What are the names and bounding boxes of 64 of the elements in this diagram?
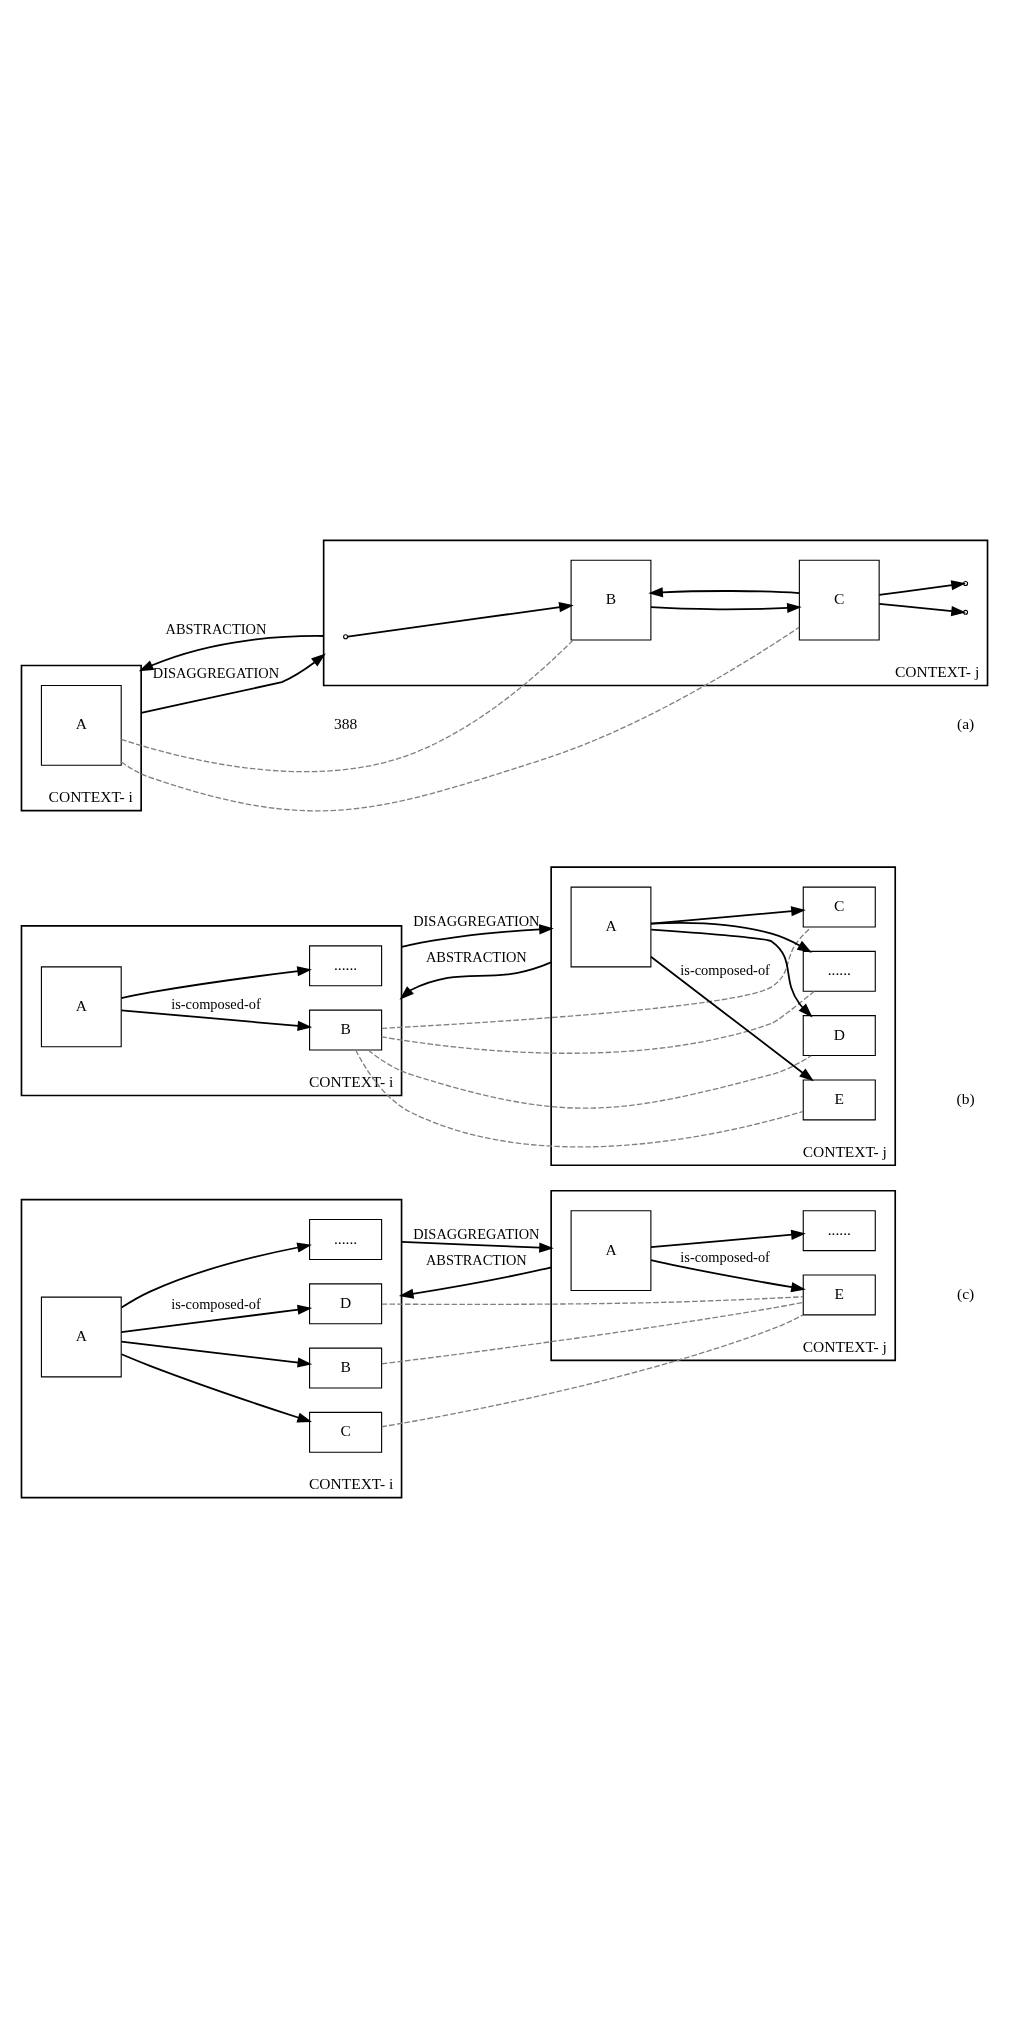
connector bbox=[120, 639, 574, 772]
node-box: D bbox=[802, 1014, 876, 1056]
label: (a) bbox=[956, 714, 975, 732]
connector bbox=[367, 1049, 812, 1109]
node-box: ...... bbox=[309, 944, 383, 986]
connector bbox=[381, 1301, 804, 1364]
arrow bbox=[120, 1304, 313, 1333]
node-box: A bbox=[40, 965, 122, 1047]
arrow bbox=[120, 1352, 312, 1422]
connector bbox=[120, 626, 800, 812]
edge-label: is-composed-of bbox=[171, 1295, 261, 1312]
arrow bbox=[878, 579, 966, 596]
edge-label: DISAGGREGATION bbox=[413, 1225, 540, 1242]
arrow bbox=[650, 1229, 806, 1248]
node-box: A bbox=[40, 1296, 122, 1377]
node-box: E bbox=[802, 1078, 876, 1120]
node-box: ...... bbox=[802, 1209, 876, 1251]
arrow bbox=[138, 634, 325, 671]
node-box: C bbox=[309, 1411, 383, 1453]
arrow bbox=[140, 653, 326, 714]
node-box: B bbox=[570, 559, 652, 641]
node-box: B bbox=[309, 1009, 383, 1051]
arrow bbox=[347, 601, 574, 637]
label: (b) bbox=[956, 1089, 975, 1107]
connector bbox=[381, 926, 812, 1029]
edge-label: ABSTRACTION bbox=[165, 620, 267, 637]
edge-label: ABSTRACTION bbox=[425, 948, 527, 965]
arrow bbox=[878, 602, 966, 616]
connector bbox=[355, 1049, 804, 1147]
arrow bbox=[650, 928, 813, 1018]
edge-label: is-composed-of bbox=[171, 995, 261, 1012]
node-box: C bbox=[802, 886, 876, 928]
arrow bbox=[398, 1265, 553, 1299]
arrow bbox=[650, 905, 806, 924]
label: (c) bbox=[956, 1284, 975, 1302]
node-box: A bbox=[570, 1209, 652, 1291]
arrow bbox=[120, 1242, 312, 1308]
node-box: C bbox=[798, 559, 880, 641]
arrow bbox=[650, 1258, 806, 1292]
edge-label: DISAGGREGATION bbox=[152, 664, 280, 681]
edge-label: ABSTRACTION bbox=[425, 1251, 527, 1268]
connector bbox=[381, 1313, 804, 1427]
node-box: ...... bbox=[802, 950, 876, 992]
arrow bbox=[650, 602, 802, 613]
arrow bbox=[400, 1240, 554, 1253]
arrow bbox=[399, 960, 553, 1000]
edge-label: DISAGGREGATION bbox=[413, 912, 540, 929]
node-box: A bbox=[570, 886, 652, 967]
arrow bbox=[120, 965, 312, 999]
arrow bbox=[400, 923, 554, 948]
node-box: B bbox=[309, 1347, 383, 1389]
arrow bbox=[120, 1340, 313, 1368]
connector bbox=[380, 990, 815, 1054]
label: 388 bbox=[333, 714, 358, 732]
node-box: D bbox=[309, 1282, 383, 1324]
arrow bbox=[648, 586, 800, 597]
node-box: ...... bbox=[309, 1218, 383, 1260]
arrow bbox=[650, 955, 814, 1081]
node-box: A bbox=[40, 684, 122, 766]
node-box: E bbox=[802, 1273, 876, 1315]
edge-label: is-composed-of bbox=[680, 1248, 770, 1265]
edge-label: is-composed-of bbox=[680, 961, 770, 978]
arrow bbox=[120, 1008, 313, 1031]
connector bbox=[381, 1295, 804, 1305]
